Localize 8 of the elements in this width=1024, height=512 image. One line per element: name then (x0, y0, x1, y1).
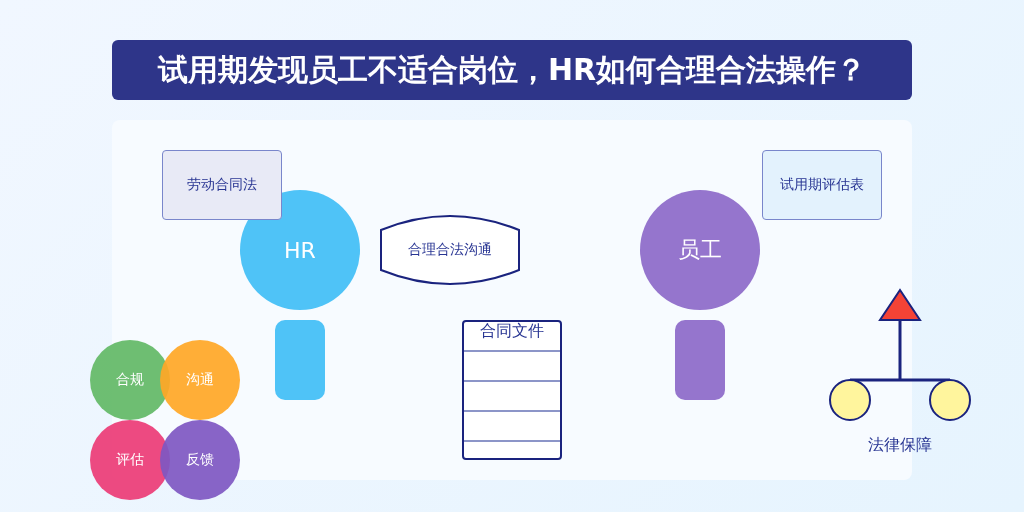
communication-shape: 合理合法沟通 (380, 214, 520, 286)
document-box: 劳动合同法 (162, 150, 282, 220)
title-banner: 试用期发现员工不适合岗位，HR如何合理合法操作？ (112, 40, 912, 100)
contract-table: 合同文件 (462, 320, 562, 460)
document-box: 试用期评估表 (762, 150, 882, 220)
person-body (275, 320, 325, 400)
person-body (675, 320, 725, 400)
caption-text: 法律保障 (867, 434, 933, 456)
